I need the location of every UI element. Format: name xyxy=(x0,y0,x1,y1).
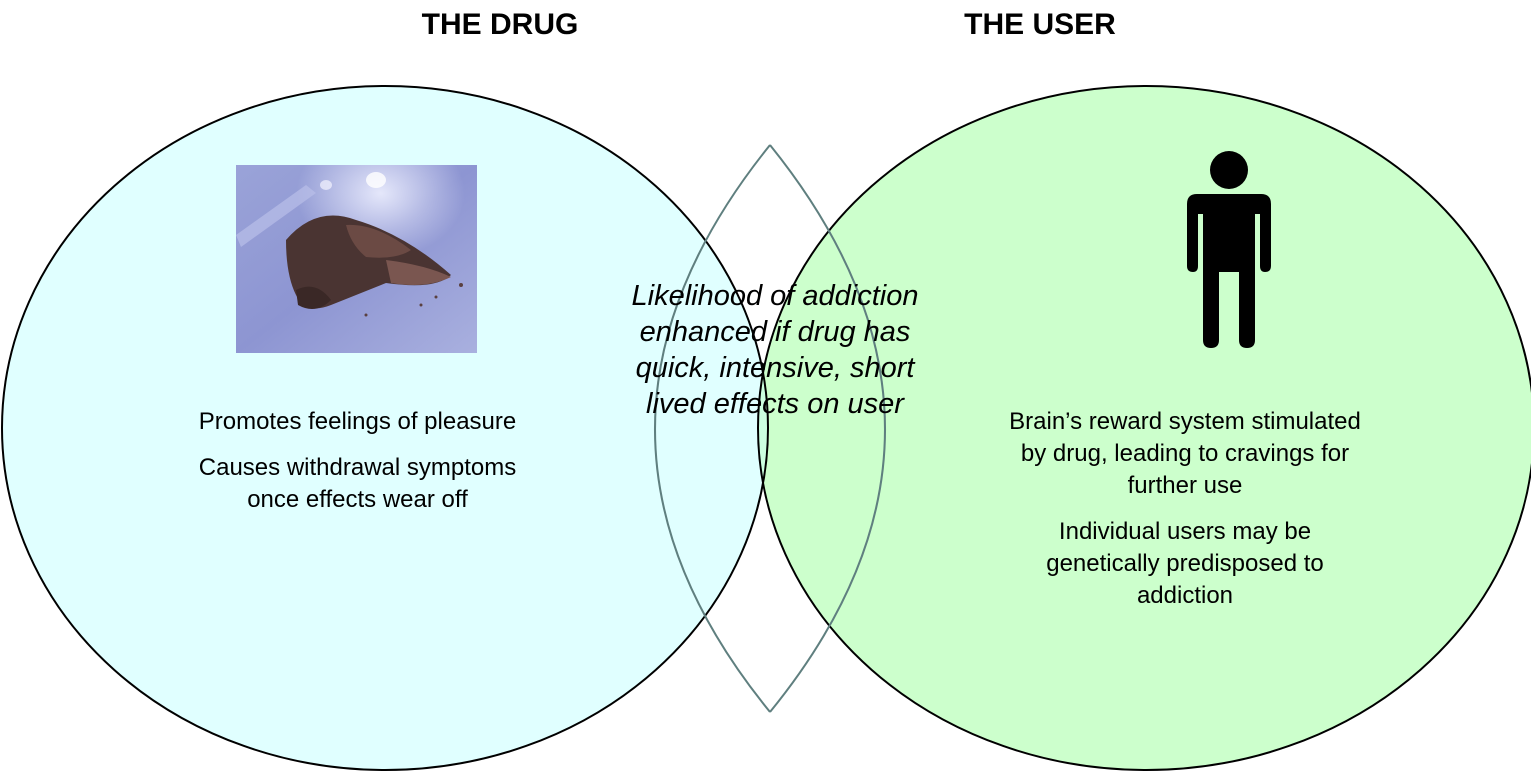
user-circle-outline xyxy=(757,85,1531,771)
drug-item-withdrawal: Causes withdrawal symptoms once effects … xyxy=(198,454,517,513)
user-heading: THE USER xyxy=(964,8,1116,41)
overlap-outline xyxy=(654,144,771,713)
user-text-block: Brain’s reward system stimulated by drug… xyxy=(1000,406,1370,626)
person-icon xyxy=(1187,151,1271,348)
drug-heading: THE DRUG xyxy=(421,8,579,41)
drug-powder-photo xyxy=(236,165,477,353)
user-item-reward: Brain’s reward system stimulated by drug… xyxy=(1009,408,1361,499)
overlap-outline-right xyxy=(769,144,886,713)
drug-text-block: Promotes feelings of pleasure Causes wit… xyxy=(185,406,530,530)
drug-circle-outline xyxy=(1,85,769,771)
overlap-text: Likelihood of addiction enhanced if drug… xyxy=(631,280,919,420)
drug-item-pleasure: Promotes feelings of pleasure xyxy=(198,408,517,435)
user-item-genetic: Individual users may be genetically pred… xyxy=(1046,518,1324,609)
user-circle xyxy=(758,86,1531,770)
drug-circle xyxy=(2,86,768,770)
